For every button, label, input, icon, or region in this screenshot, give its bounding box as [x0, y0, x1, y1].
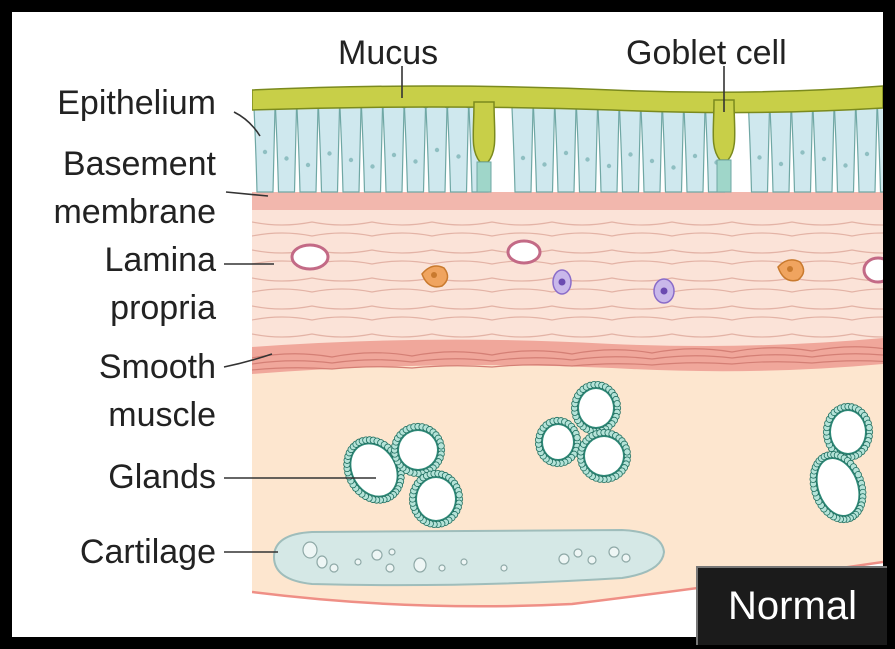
cell-nucleus — [284, 156, 288, 160]
cell-nucleus — [822, 157, 826, 161]
chondrocyte — [622, 554, 630, 562]
cell-nucleus — [327, 151, 331, 155]
chondrocyte — [588, 556, 596, 564]
basement-membrane-layer — [252, 192, 883, 210]
blood-vessel-2 — [508, 241, 540, 263]
gland — [409, 470, 462, 527]
cell-nucleus — [779, 162, 783, 166]
chondrocyte — [386, 564, 394, 572]
gland — [571, 381, 620, 434]
cell-nucleus — [757, 155, 761, 159]
epithelial-cell — [598, 105, 619, 192]
epithelial-cell — [684, 105, 705, 192]
cell-nucleus — [521, 156, 525, 160]
epithelial-cell — [856, 105, 877, 192]
cell-nucleus — [413, 159, 417, 163]
cell-nucleus — [306, 163, 310, 167]
epithelial-cell — [319, 105, 340, 192]
epithelial-cell — [254, 105, 275, 192]
epithelial-cell — [835, 105, 856, 192]
cell-nucleus — [800, 150, 804, 154]
chondrocyte — [389, 549, 395, 555]
epithelial-cell — [297, 105, 318, 192]
label-cartilage: Cartilage — [12, 533, 216, 571]
cell-nucleus — [542, 162, 546, 166]
label-mucus: Mucus — [338, 34, 438, 72]
epithelial-cell — [792, 105, 813, 192]
cell-nucleus — [349, 158, 353, 162]
label-epithelium: Epithelium — [12, 84, 216, 122]
chondrocyte — [317, 556, 327, 568]
chondrocyte — [439, 565, 445, 571]
cell-nucleus — [263, 150, 267, 154]
epithelial-cell — [577, 105, 598, 192]
blood-vessel-3 — [864, 258, 883, 282]
chondrocyte — [574, 549, 582, 557]
cell-nucleus — [607, 164, 611, 168]
label-smooth-line2: muscle — [12, 396, 216, 434]
cartilage-plate — [274, 530, 664, 585]
epithelial-cell — [383, 105, 404, 192]
label-lamina-line1: Lamina — [12, 241, 216, 279]
chondrocyte — [330, 564, 338, 572]
chondrocyte — [414, 558, 426, 572]
epithelial-cell — [362, 105, 383, 192]
condition-badge-label: Normal — [698, 568, 887, 645]
label-smooth-line1: Smooth — [12, 348, 216, 386]
condition-badge: Normal — [696, 566, 887, 645]
epithelial-cell — [813, 105, 834, 192]
gland — [535, 417, 580, 466]
chondrocyte — [372, 550, 382, 560]
cell-nucleus — [370, 164, 374, 168]
cell-nucleus — [628, 152, 632, 156]
epithelial-cell — [448, 105, 469, 192]
chondrocyte — [501, 565, 507, 571]
cell-nucleus — [564, 151, 568, 155]
label-basement-line1: Basement — [12, 145, 216, 183]
label-glands: Glands — [12, 458, 216, 496]
epithelial-cell — [663, 105, 684, 192]
epithelial-cell — [620, 105, 641, 192]
chondrocyte — [609, 547, 619, 557]
chondrocyte — [559, 554, 569, 564]
chondrocyte — [461, 559, 467, 565]
immune-cell-2 — [654, 279, 674, 303]
cell-nucleus — [693, 154, 697, 158]
epithelial-cell — [749, 105, 770, 192]
goblet-cell-left — [473, 102, 495, 162]
epithelial-cell — [276, 105, 297, 192]
epithelial-cell — [534, 105, 555, 192]
epithelial-cells — [254, 105, 883, 192]
epithelial-cell — [555, 105, 576, 192]
label-basement-line2: membrane — [12, 193, 216, 231]
cell-nucleus — [865, 152, 869, 156]
immune-cell-1 — [553, 270, 571, 294]
chondrocyte — [355, 559, 361, 565]
blood-vessel-1 — [292, 245, 328, 269]
cell-nucleus — [585, 157, 589, 161]
epithelial-cell — [405, 105, 426, 192]
goblet-cell-right-base — [717, 160, 731, 192]
cell-nucleus — [671, 165, 675, 169]
cell-nucleus — [456, 154, 460, 158]
epithelial-cell — [878, 105, 884, 192]
epithelial-cell — [641, 105, 662, 192]
label-lamina-line2: propria — [12, 289, 216, 327]
label-goblet-cell: Goblet cell — [626, 34, 787, 72]
cell-nucleus — [392, 153, 396, 157]
cell-nucleus — [650, 159, 654, 163]
goblet-cell-left-base — [477, 162, 491, 192]
cell-nucleus — [435, 148, 439, 152]
diagram-panel: Epithelium Basement membrane Lamina prop… — [12, 12, 883, 637]
epithelial-cell — [512, 105, 533, 192]
cell-nucleus — [843, 163, 847, 167]
epithelial-cell — [340, 105, 361, 192]
epithelial-cell — [770, 105, 791, 192]
chondrocyte — [303, 542, 317, 558]
